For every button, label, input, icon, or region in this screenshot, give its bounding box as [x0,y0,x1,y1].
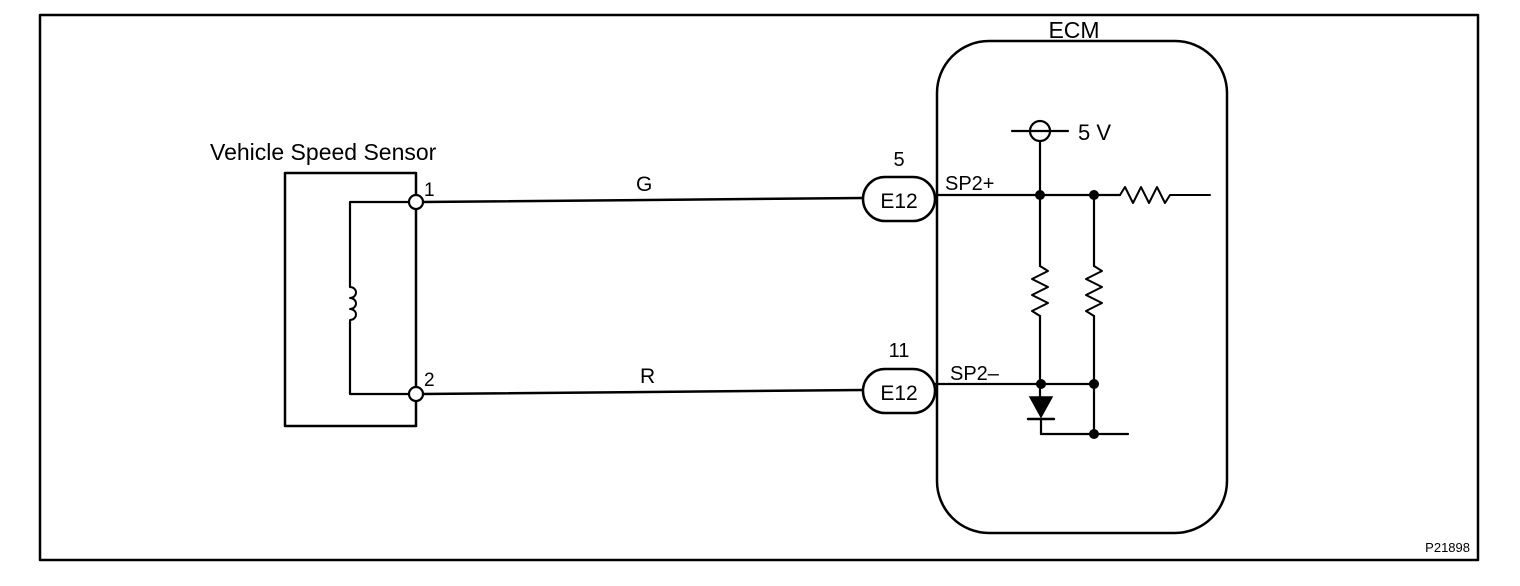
junction-dot [1089,379,1099,389]
diode-icon [1028,396,1054,419]
junction-dot [1035,190,1045,200]
connector-pin-number: 5 [893,149,904,171]
junction-dot [1089,429,1099,439]
connector-e12-pin5: E12 5 [861,149,937,223]
sensor-inner-loop [348,200,411,396]
sensor-terminal-2 [407,385,425,403]
wire-r [421,388,866,396]
figure-code: P21898 [1425,540,1470,555]
sensor-terminal-1 [407,193,425,211]
figure-frame [38,13,1480,562]
coil-icon [349,286,357,321]
ecm-outline [935,39,1229,535]
sensor-housing [283,171,418,428]
sensor-pin-1-label: 1 [424,180,435,201]
wire-color-r: R [640,365,655,388]
connector-code: E12 [880,382,917,405]
connector-e12-pin11: E12 11 [861,340,937,415]
right-resistor-icon [1085,265,1103,317]
input-resistor-icon [1119,186,1211,204]
ecm-title: ECM [1048,17,1099,43]
wire-color-g: G [636,173,652,196]
connector-body [861,367,937,415]
harness-wires: G R [421,173,866,396]
sensor-pin-2-label: 2 [424,370,435,391]
signal-label-sp2-plus: SP2+ [945,173,994,195]
connector-code: E12 [880,190,917,213]
connector-pin-number: 11 [889,340,910,362]
supply-voltage: 5 V [1078,120,1111,145]
vehicle-speed-sensor: Vehicle Speed Sensor 1 2 [210,139,437,428]
left-resistor-icon [1031,265,1049,317]
junction-dot [1036,379,1046,389]
sensor-title: Vehicle Speed Sensor [210,139,437,165]
signal-label-sp2-minus: SP2– [950,363,1000,385]
junction-dot [1089,190,1099,200]
wire-g [421,196,866,204]
ecm-block: ECM SP2+ SP2– 5 V [933,17,1229,535]
connector-body [861,175,937,223]
